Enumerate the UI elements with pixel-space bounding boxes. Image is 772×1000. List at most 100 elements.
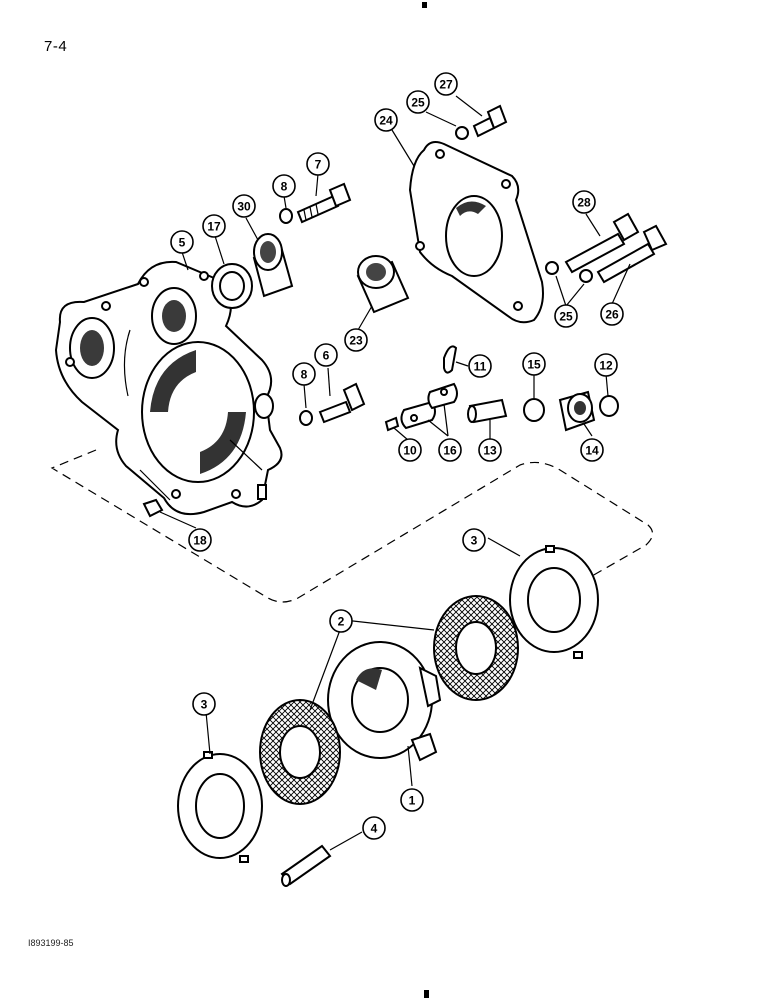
callout-6: 6 — [314, 343, 338, 367]
bolt-28 — [564, 212, 640, 274]
brake-housing — [54, 260, 283, 516]
callout-11: 11 — [468, 354, 492, 378]
bushing-23 — [356, 255, 410, 314]
washer-25-right — [579, 269, 593, 283]
callout-4: 4 — [362, 816, 386, 840]
callout-circle — [272, 174, 296, 198]
callout-circle — [400, 788, 424, 812]
callout-number: 2 — [338, 615, 345, 629]
callout-number: 23 — [349, 334, 363, 348]
callout-5: 5 — [170, 230, 194, 254]
seal — [211, 263, 253, 309]
callout-circle — [314, 343, 338, 367]
callout-number: 25 — [411, 96, 425, 110]
callout-8: 8 — [272, 174, 296, 198]
callout-number: 14 — [585, 444, 599, 458]
callout-25: 25 — [554, 304, 578, 328]
link-plates-16 — [400, 382, 458, 430]
callout-circle — [468, 354, 492, 378]
callout-circle — [554, 304, 578, 328]
leader-lines — [159, 95, 631, 851]
callout-circle — [188, 528, 212, 552]
callout-25: 25 — [406, 90, 430, 114]
separator-plate-upper — [509, 545, 599, 659]
callout-3: 3 — [192, 692, 216, 716]
washer-8-lower — [299, 410, 313, 426]
cotter-pin-11 — [443, 345, 458, 374]
bushing-30 — [252, 233, 294, 298]
callout-number: 10 — [403, 444, 417, 458]
callout-circle — [478, 438, 502, 462]
bolt-27 — [472, 104, 508, 138]
callout-circle — [374, 108, 398, 132]
callout-circle — [594, 353, 618, 377]
callout-circle — [344, 328, 368, 352]
callout-circle — [170, 230, 194, 254]
callout-14: 14 — [580, 438, 604, 462]
callout-number: 17 — [207, 220, 221, 234]
callout-circle — [232, 194, 256, 218]
callout-circle — [522, 352, 546, 376]
callout-2: 2 — [329, 609, 353, 633]
callout-circle — [192, 692, 216, 716]
bushing-14 — [558, 390, 596, 432]
callout-26: 26 — [600, 302, 624, 326]
pin-4 — [280, 844, 332, 887]
callout-27: 27 — [434, 72, 458, 96]
callout-circle — [406, 90, 430, 114]
callout-number: 6 — [323, 349, 330, 363]
callout-circle — [438, 438, 462, 462]
callout-number: 7 — [315, 158, 322, 172]
callout-number: 30 — [237, 200, 251, 214]
callout-28: 28 — [572, 190, 596, 214]
callout-number: 16 — [443, 444, 457, 458]
callout-number: 11 — [474, 360, 487, 374]
callout-number: 12 — [599, 359, 613, 373]
callout-number: 27 — [439, 78, 453, 92]
ring-12 — [599, 395, 619, 417]
callout-number: 28 — [577, 196, 591, 210]
callout-7: 7 — [306, 152, 330, 176]
callout-number: 15 — [527, 358, 541, 372]
bolt-26 — [596, 224, 668, 284]
callout-13: 13 — [478, 438, 502, 462]
callout-number: 24 — [379, 114, 393, 128]
washer-25-upper — [455, 126, 469, 140]
callout-17: 17 — [202, 214, 226, 238]
callout-number: 1 — [409, 794, 416, 808]
callout-12: 12 — [594, 353, 618, 377]
callout-circle — [580, 438, 604, 462]
bolt-6 — [318, 382, 366, 424]
callout-number: 8 — [301, 368, 308, 382]
washer-25-left — [545, 261, 559, 275]
callout-circle — [600, 302, 624, 326]
callout-24: 24 — [374, 108, 398, 132]
callout-circle — [202, 214, 226, 238]
friction-disc-upper — [433, 595, 519, 701]
callout-circle — [306, 152, 330, 176]
callout-number: 5 — [179, 236, 186, 250]
figure-code: I893199-85 — [28, 938, 74, 948]
callout-30: 30 — [232, 194, 256, 218]
callout-number: 26 — [605, 308, 619, 322]
callout-15: 15 — [522, 352, 546, 376]
callout-number: 18 — [193, 534, 207, 548]
callout-circle — [572, 190, 596, 214]
callout-number: 4 — [371, 822, 378, 836]
dashed-alignment-line — [50, 449, 654, 603]
page-tick-bottom — [424, 990, 429, 998]
callout-18: 18 — [188, 528, 212, 552]
callout-1: 1 — [400, 788, 424, 812]
callout-circle — [362, 816, 386, 840]
nut-18 — [142, 498, 164, 518]
callout-circle — [462, 528, 486, 552]
ring-15 — [523, 398, 545, 422]
callout-3: 3 — [462, 528, 486, 552]
callout-number: 3 — [471, 534, 478, 548]
brake-actuator — [327, 641, 442, 762]
callout-circle — [434, 72, 458, 96]
callout-number: 8 — [281, 180, 288, 194]
separator-plate-lower — [177, 751, 263, 863]
